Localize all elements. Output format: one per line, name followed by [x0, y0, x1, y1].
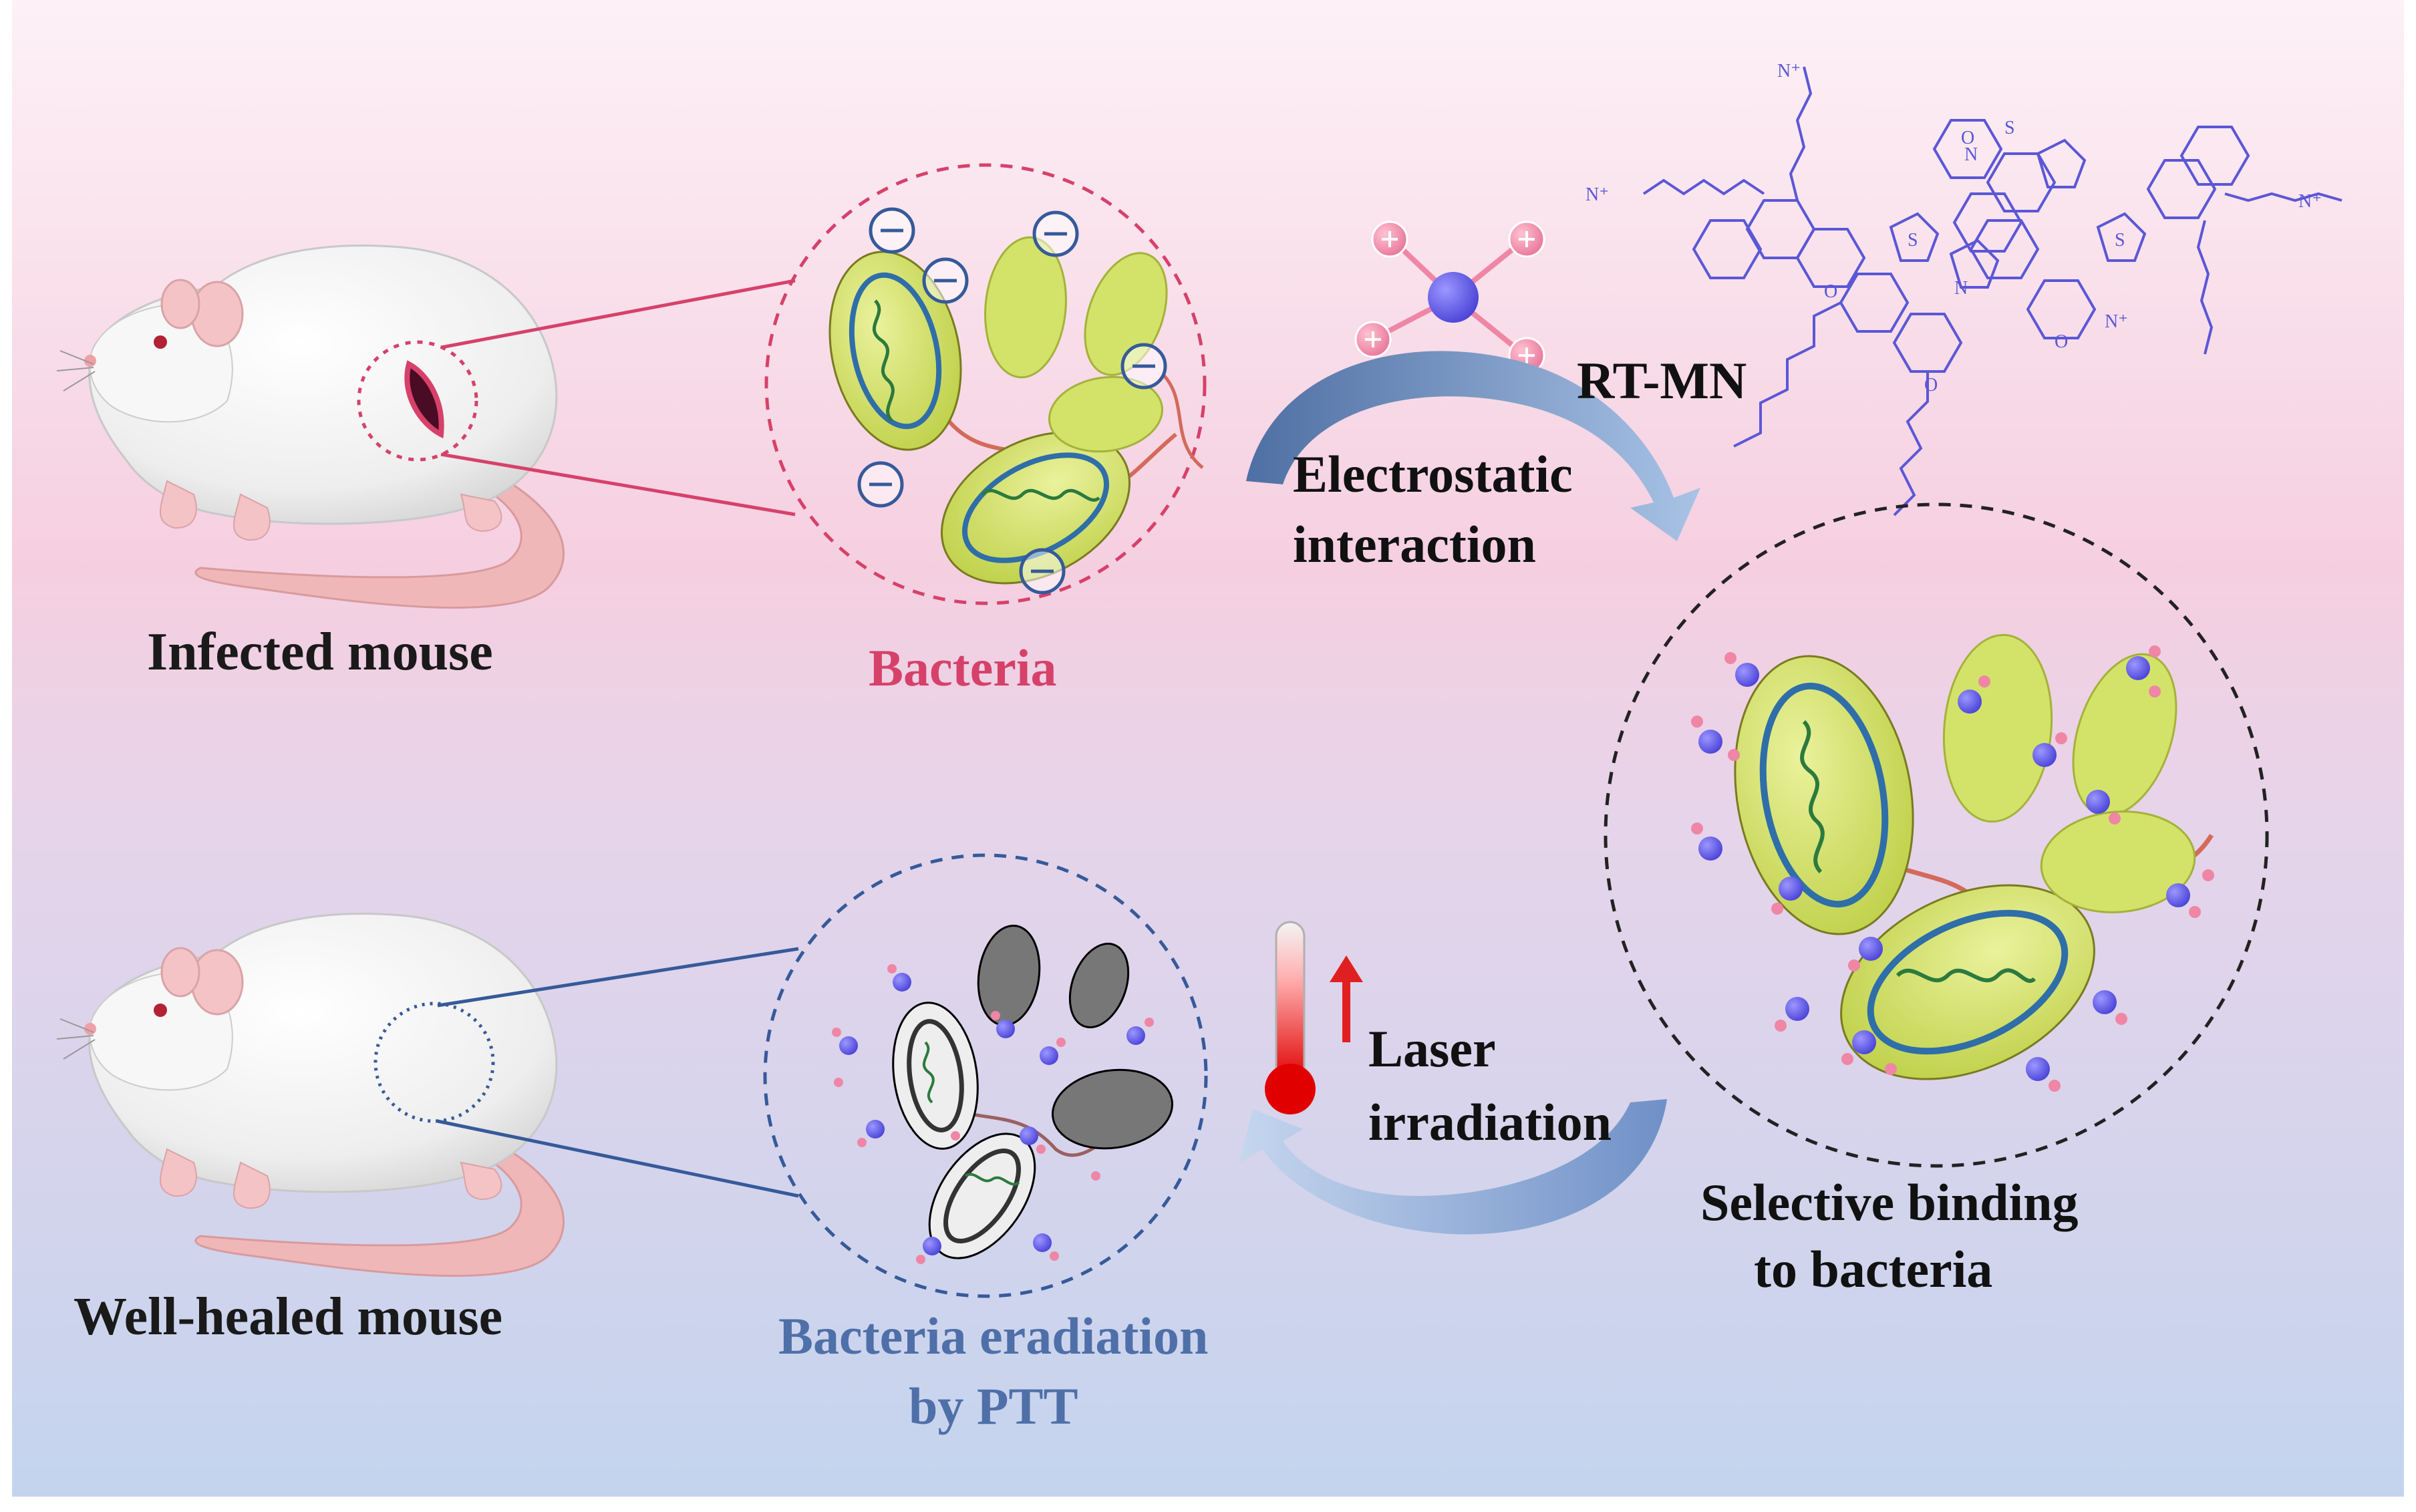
wound-icon [404, 360, 444, 439]
infected-mouse-label: Infected mouse [147, 623, 493, 682]
svg-text:N⁺: N⁺ [1586, 184, 1609, 205]
bound-bacteria-zoom-circle [1604, 502, 2269, 1168]
eradicated-bacteria-zoom-circle [763, 853, 1208, 1298]
bacteria-eradiation-label-line1: Bacteria eradiation [778, 1307, 1209, 1365]
svg-text:O: O [2055, 331, 2068, 352]
electrostatic-arrow [1246, 351, 1700, 541]
svg-text:O: O [1924, 375, 1938, 396]
wound-zoom-circle [357, 340, 478, 462]
svg-text:N⁺: N⁺ [2105, 311, 2128, 332]
svg-text:N: N [1954, 278, 1968, 299]
svg-text:S: S [2004, 118, 2015, 138]
thermometer-icon [1265, 921, 1363, 1114]
rt-mn-label: RT-MN [1577, 351, 1747, 410]
selective-binding-label-line2: to bacteria [1754, 1240, 1993, 1298]
svg-text:O: O [1961, 128, 1974, 148]
svg-text:S: S [1908, 230, 1918, 251]
healed-zoom-circle [373, 1002, 495, 1123]
bacteria-eradiation-label-line2: by PTT [909, 1377, 1078, 1435]
svg-text:N⁺: N⁺ [2298, 191, 2322, 212]
healed-mouse-illustration [56, 913, 799, 1277]
selective-binding-label-line1: Selective binding [1700, 1173, 2079, 1231]
laser-irradiation-label-line2: irradiation [1368, 1093, 1612, 1151]
electrostatic-interaction-label-line2: interaction [1293, 515, 1536, 573]
electrostatic-interaction-label-line1: Electrostatic [1293, 445, 1573, 503]
bacteria-label: Bacteria [869, 639, 1057, 697]
laser-irradiation-label-line1: Laser [1368, 1020, 1496, 1078]
laser-arrow [1239, 1099, 1667, 1235]
infected-mouse-illustration [56, 245, 796, 609]
bacteria-zoom-circle [764, 163, 1207, 605]
svg-text:N⁺: N⁺ [1777, 61, 1801, 82]
rt-mn-molecule-structure [1642, 66, 2343, 516]
svg-text:N: N [1964, 144, 1978, 165]
well-healed-mouse-label: Well-healed mouse [73, 1288, 503, 1346]
rt-mn-atom-labels: N⁺ N⁺ N⁺ N⁺ N S N S S O O O O [1586, 61, 2322, 396]
svg-text:O: O [1824, 281, 1837, 302]
negative-charge-icon [857, 207, 1167, 595]
svg-text:S: S [2115, 230, 2125, 251]
